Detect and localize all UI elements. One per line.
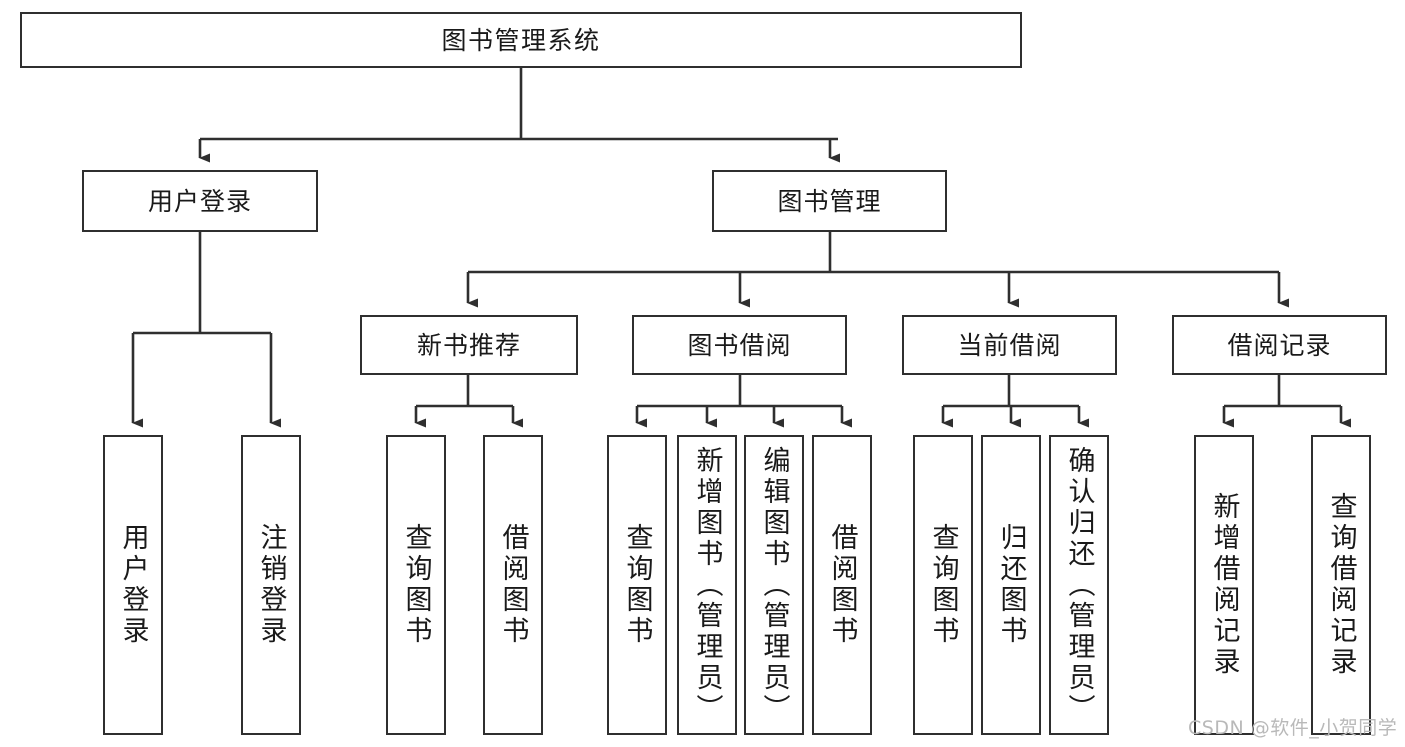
node-leaf-query-book-3-label: 查询图书: [927, 523, 959, 647]
node-leaf-query-book-3[interactable]: 查询图书: [913, 435, 973, 735]
node-leaf-query-record-label: 查询借阅记录: [1325, 492, 1357, 678]
node-new-book-rec-label: 新书推荐: [416, 330, 521, 360]
node-leaf-confirm-return-label: 确认归还（管理员）: [1063, 445, 1095, 725]
node-user-login[interactable]: 用户登录: [82, 170, 318, 232]
node-new-book-rec[interactable]: 新书推荐: [360, 315, 578, 375]
node-book-borrow[interactable]: 图书借阅: [632, 315, 847, 375]
node-leaf-confirm-return[interactable]: 确认归还（管理员）: [1049, 435, 1109, 735]
node-leaf-add-book-label: 新增图书（管理员）: [691, 445, 723, 725]
node-leaf-borrow-book-2[interactable]: 借阅图书: [812, 435, 872, 735]
node-book-manage-label: 图书管理: [777, 186, 882, 216]
node-book-borrow-label: 图书借阅: [687, 330, 792, 360]
node-book-manage[interactable]: 图书管理: [712, 170, 947, 232]
watermark-text: CSDN @软件_小贺同学: [1188, 717, 1398, 739]
node-leaf-return-book[interactable]: 归还图书: [981, 435, 1041, 735]
node-leaf-edit-book-label: 编辑图书（管理员）: [758, 445, 790, 725]
node-leaf-logout[interactable]: 注销登录: [241, 435, 301, 735]
node-leaf-borrow-book-2-label: 借阅图书: [826, 523, 858, 647]
node-root[interactable]: 图书管理系统: [20, 12, 1022, 68]
node-leaf-query-book-1-label: 查询图书: [400, 523, 432, 647]
node-current-borrow-label: 当前借阅: [957, 330, 1062, 360]
node-leaf-user-login[interactable]: 用户登录: [103, 435, 163, 735]
node-leaf-edit-book[interactable]: 编辑图书（管理员）: [744, 435, 804, 735]
node-current-borrow[interactable]: 当前借阅: [902, 315, 1117, 375]
node-leaf-return-book-label: 归还图书: [995, 523, 1027, 647]
node-user-login-label: 用户登录: [147, 186, 252, 216]
node-leaf-add-book[interactable]: 新增图书（管理员）: [677, 435, 737, 735]
node-leaf-user-login-label: 用户登录: [117, 523, 149, 647]
node-leaf-add-record[interactable]: 新增借阅记录: [1194, 435, 1254, 735]
node-leaf-add-record-label: 新增借阅记录: [1208, 492, 1240, 678]
node-borrow-record-label: 借阅记录: [1227, 330, 1332, 360]
node-leaf-logout-label: 注销登录: [255, 523, 287, 647]
node-leaf-query-record[interactable]: 查询借阅记录: [1311, 435, 1371, 735]
node-leaf-query-book-2[interactable]: 查询图书: [607, 435, 667, 735]
node-borrow-record[interactable]: 借阅记录: [1172, 315, 1387, 375]
node-leaf-borrow-book-1-label: 借阅图书: [497, 523, 529, 647]
node-leaf-query-book-1[interactable]: 查询图书: [386, 435, 446, 735]
node-leaf-query-book-2-label: 查询图书: [621, 523, 653, 647]
node-leaf-borrow-book-1[interactable]: 借阅图书: [483, 435, 543, 735]
node-root-label: 图书管理系统: [441, 25, 601, 55]
